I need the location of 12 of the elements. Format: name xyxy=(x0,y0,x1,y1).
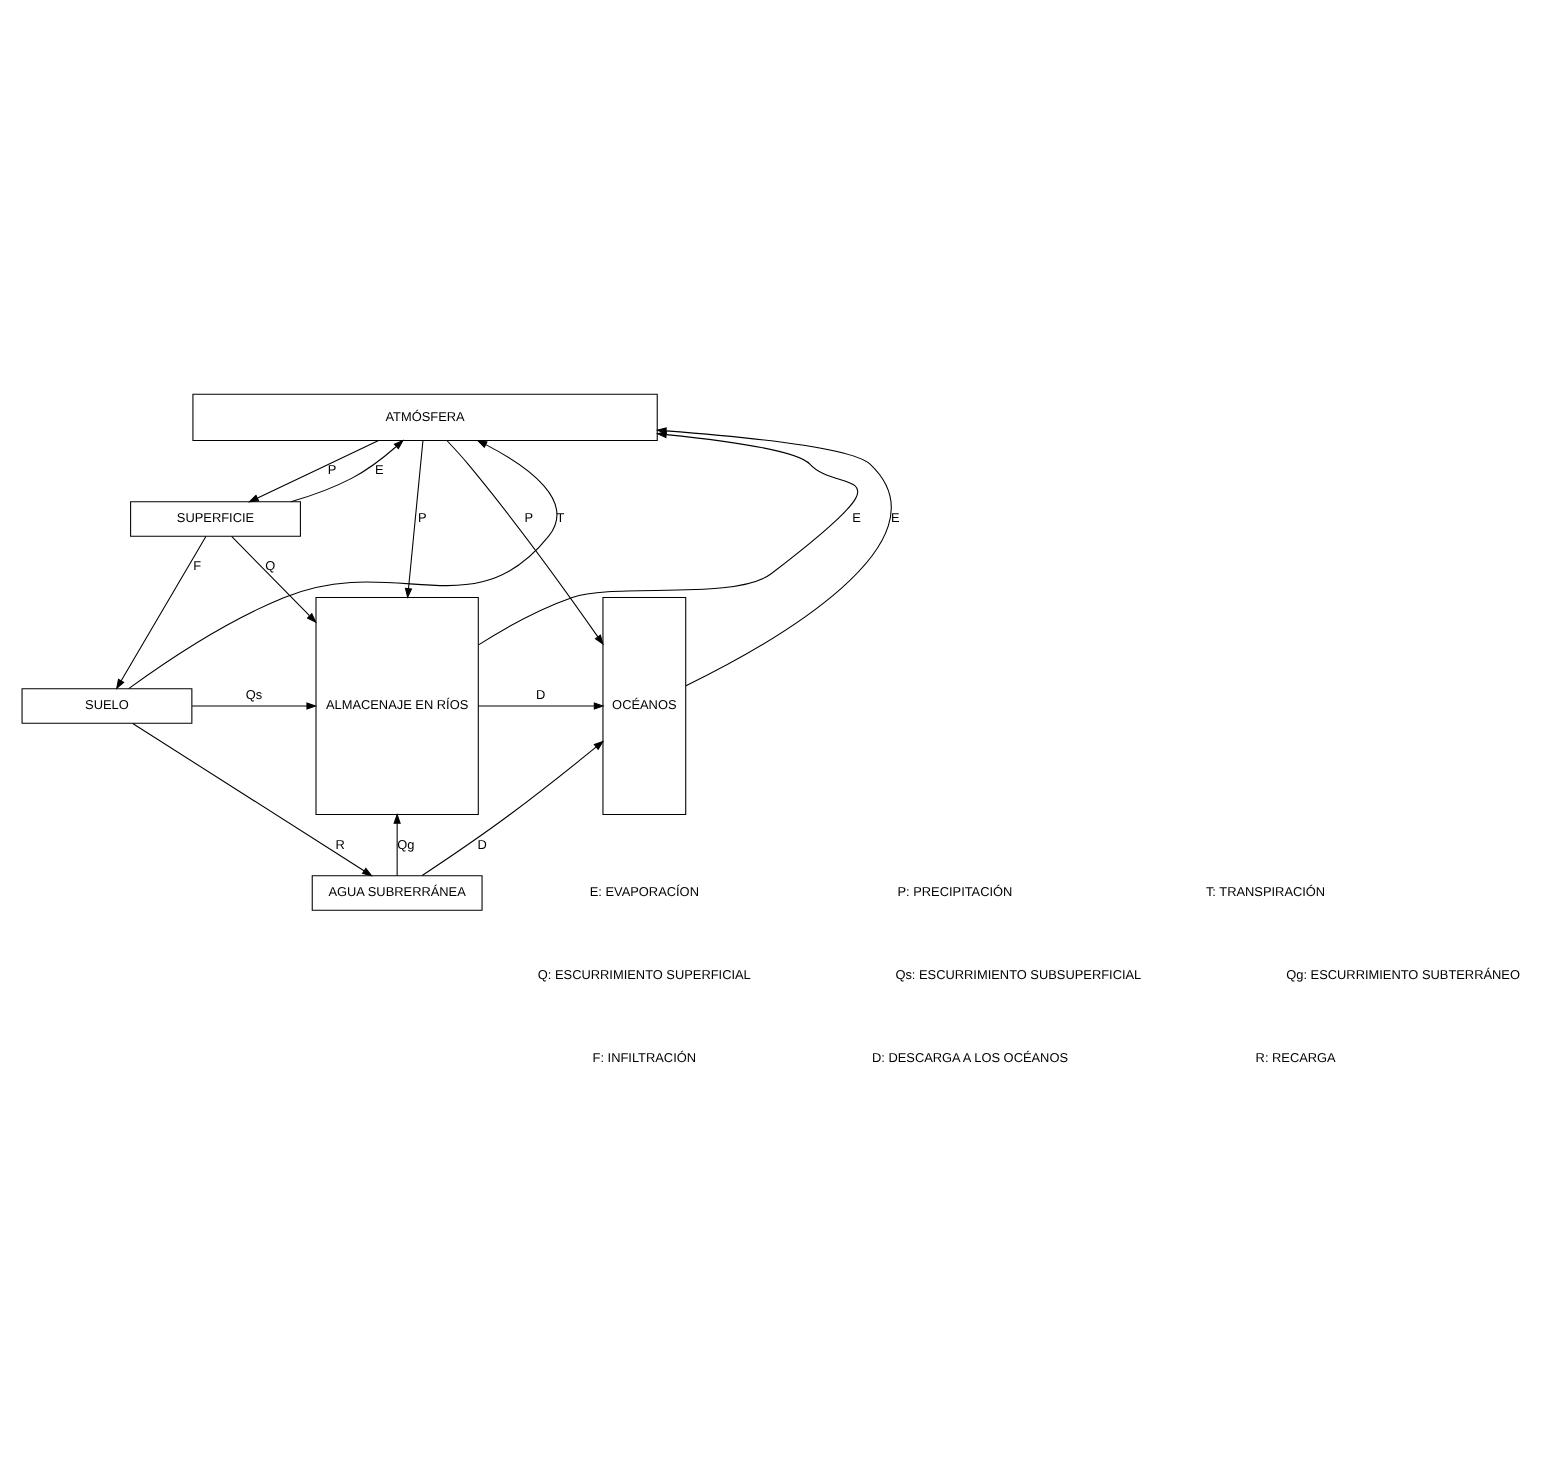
arrow xyxy=(231,534,317,623)
arrow xyxy=(132,721,373,876)
arrow xyxy=(248,439,380,502)
arrow xyxy=(446,439,604,645)
arrow xyxy=(128,438,558,689)
arrow xyxy=(191,701,318,709)
arrow xyxy=(290,438,404,502)
arrow xyxy=(477,701,605,709)
arrow xyxy=(393,811,401,876)
arrow xyxy=(421,739,605,876)
arrow xyxy=(115,534,207,689)
arrow xyxy=(404,439,424,598)
